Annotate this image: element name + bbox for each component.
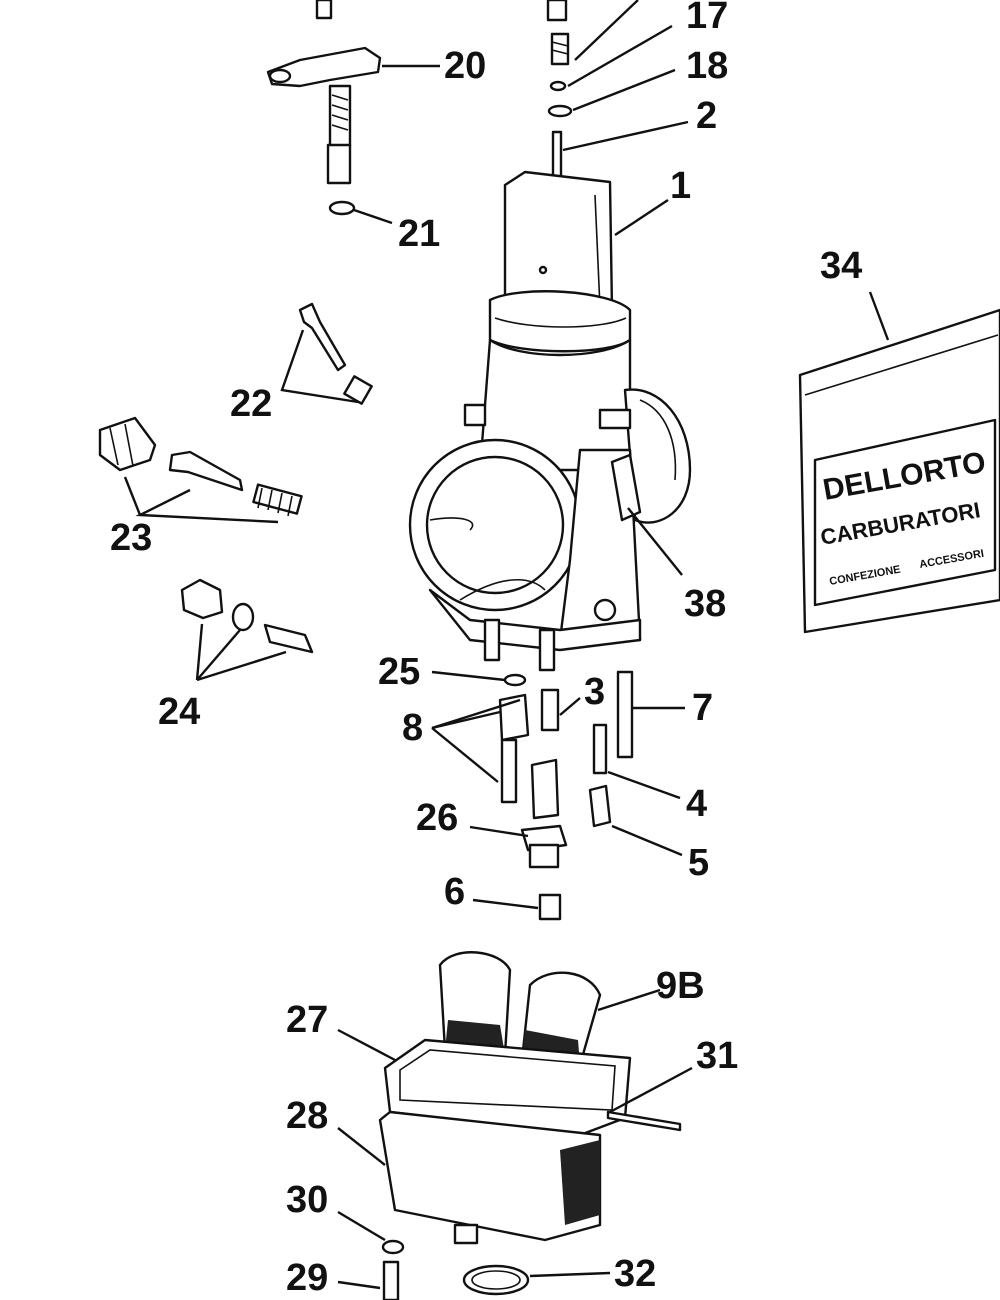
- callout-17: 17: [686, 0, 728, 37]
- callout-4: 4: [686, 783, 707, 825]
- callout-30: 30: [286, 1179, 328, 1221]
- callout-32: 32: [614, 1253, 656, 1295]
- part-8-jets: [498, 693, 560, 820]
- callout-7: 7: [692, 687, 713, 729]
- callout-5: 5: [688, 842, 709, 884]
- callout-labels: 17 18 2 1 20 21 34 22 23 38 24 25 3 7 8 …: [110, 0, 862, 1299]
- part-22-screw-spring: [298, 302, 373, 405]
- part-24-fittings: [180, 578, 314, 654]
- part-17-screw: [546, 0, 570, 66]
- callout-26: 26: [416, 797, 458, 839]
- callout-9b: 9B: [656, 965, 705, 1007]
- part-3-jet: [540, 688, 560, 732]
- callout-38: 38: [684, 583, 726, 625]
- part-21-washer: [328, 200, 356, 216]
- part-9b-floats: [438, 951, 602, 1067]
- part-34-package: DELLORTO CARBURATORI CONFEZIONE ACCESSOR…: [798, 308, 1000, 634]
- callout-18: 18: [686, 45, 728, 87]
- callout-8: 8: [402, 707, 423, 749]
- callout-25: 25: [378, 651, 420, 693]
- part-7-tube: [616, 670, 634, 759]
- part-32-o-ring: [462, 1264, 530, 1296]
- part-30-washer: [381, 1239, 405, 1255]
- leader-lines: [123, 0, 890, 1290]
- callout-3: 3: [584, 671, 605, 713]
- callout-2: 2: [696, 95, 717, 137]
- callout-6: 6: [444, 871, 465, 913]
- callout-28: 28: [286, 1095, 328, 1137]
- part-28-float-bowl: [378, 1110, 602, 1245]
- part-4-jet: [592, 723, 608, 775]
- callout-27: 27: [286, 999, 328, 1041]
- callout-31: 31: [696, 1035, 738, 1077]
- callout-21: 21: [398, 213, 440, 255]
- carburetor-body: [408, 290, 692, 672]
- part-29-screw: [382, 1260, 400, 1300]
- part-31-pin: [606, 1110, 682, 1132]
- callout-29: 29: [286, 1257, 328, 1299]
- callout-34: 34: [820, 245, 862, 287]
- callout-23: 23: [110, 517, 152, 559]
- part-20-lever: [266, 0, 382, 185]
- part-6-screw: [538, 893, 562, 921]
- part-5-nut: [588, 784, 612, 828]
- part-25-washer: [503, 673, 527, 687]
- part-26-jet-holder: [520, 824, 568, 869]
- callout-24: 24: [158, 691, 200, 733]
- callout-20: 20: [444, 45, 486, 87]
- part-23-adjuster: [98, 416, 303, 517]
- callout-1: 1: [670, 165, 691, 207]
- part-18-washer: [547, 80, 573, 118]
- callout-22: 22: [230, 383, 272, 425]
